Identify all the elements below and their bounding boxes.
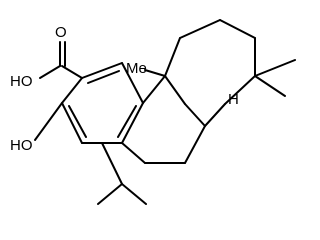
ring-a-inner-2	[117, 105, 137, 138]
ring-a-inner-1	[87, 70, 120, 84]
ring-c-bond-1	[164, 37, 181, 77]
methyl-label: Me	[126, 60, 147, 77]
bond-isopropyl-right	[121, 183, 147, 205]
ring-b-bond-4	[184, 125, 206, 164]
isopropyl-group	[97, 142, 147, 205]
gem-dimethyl-up	[254, 59, 296, 77]
ring-b-bond-3	[184, 103, 206, 127]
ring-c-bond-3	[219, 19, 256, 39]
stereo-substituents: Me H	[126, 60, 239, 127]
ring-a-bond-3	[121, 102, 144, 144]
bond-phenol-oh	[34, 102, 63, 141]
carboxylic-acid-group: O HO	[10, 24, 83, 90]
hydroxyl-group: HO	[10, 102, 63, 154]
bond-methyl-quaternary	[144, 69, 166, 77]
ring-a-bond-5	[61, 102, 83, 144]
ring-a-bond-6	[61, 77, 83, 104]
ring-a-inner-3	[68, 105, 87, 138]
acid-ho-label: HO	[10, 73, 33, 90]
bond-acid-oh	[39, 65, 61, 79]
ring-a-bond-2	[121, 62, 144, 104]
ring-a-bond-1	[81, 62, 123, 79]
ring-b-bond-6	[121, 142, 146, 164]
carbonyl-o-label: O	[55, 24, 67, 41]
ring-c-bond-6	[204, 103, 226, 127]
bond-isopropyl-left	[97, 183, 123, 205]
ring-b-bond-1	[142, 75, 166, 104]
ring-c-bond-5	[224, 75, 256, 105]
ring-b-bond-2	[164, 75, 186, 105]
right-ring	[164, 19, 296, 127]
middle-ring	[121, 75, 206, 164]
ring-c-bond-2	[179, 19, 221, 39]
bond-acid-ring	[61, 65, 83, 79]
molecule-structure: O HO HO Me H	[10, 19, 296, 205]
bond-isopropyl-ring	[101, 142, 123, 185]
phenol-ho-label: HO	[10, 137, 33, 154]
hydrogen-label: H	[228, 91, 239, 108]
gem-dimethyl-down	[254, 75, 286, 97]
